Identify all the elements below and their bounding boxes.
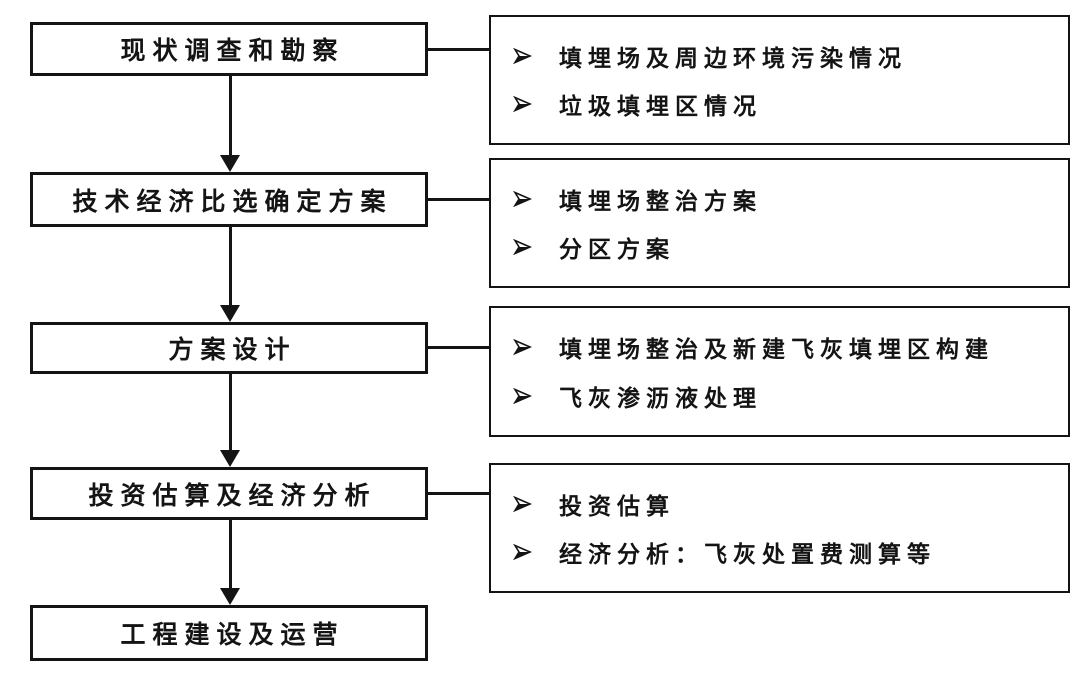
list-item: 填埋场及周边环境污染情况	[513, 39, 1060, 73]
connector-line-2	[428, 198, 489, 201]
detail-text: 填埋场整治及新建飞灰填埋区构建	[559, 336, 994, 363]
down-arrowhead-icon	[220, 305, 240, 322]
down-arrow-shaft	[228, 520, 232, 589]
detail-text: 填埋场整治方案	[559, 188, 762, 214]
connector-line-1	[428, 48, 489, 51]
down-arrow-shaft	[228, 76, 232, 156]
arrowhead-bullet-icon	[513, 387, 532, 404]
list-item: 经济分析：飞灰处置费测算等	[513, 535, 1060, 569]
flow-step-box-2: 技术经济比选确定方案	[30, 172, 428, 227]
down-arrow-2	[219, 227, 241, 322]
list-item: 分区方案	[513, 230, 1060, 264]
detail-text: 分区方案	[559, 236, 675, 262]
flow-step-box-3: 方案设计	[30, 322, 428, 374]
arrowhead-bullet-icon	[513, 239, 532, 255]
down-arrowhead-icon	[220, 588, 240, 605]
detail-box-1: 填埋场及周边环境污染情况 垃圾填埋区情况	[489, 15, 1070, 145]
down-arrow-shaft	[228, 227, 232, 306]
arrowhead-bullet-icon	[513, 339, 532, 356]
detail-text: 垃圾填埋区情况	[559, 93, 762, 119]
flow-step-label-2: 技术经济比选确定方案	[72, 187, 393, 216]
arrowhead-bullet-icon	[513, 544, 532, 560]
flow-step-box-4: 投资估算及经济分析	[30, 467, 428, 520]
down-arrowhead-icon	[220, 450, 240, 467]
down-arrow-4	[219, 520, 241, 605]
list-item: 填埋场整治方案	[513, 182, 1060, 216]
connector-line-4	[428, 492, 489, 495]
down-arrowhead-icon	[220, 155, 240, 172]
flow-step-label-3: 方案设计	[168, 336, 297, 364]
detail-box-4: 投资估算 经济分析：飞灰处置费测算等	[489, 463, 1070, 593]
flow-step-box-5: 工程建设及运营	[30, 605, 428, 661]
detail-text: 飞灰渗沥液处理	[559, 384, 762, 411]
detail-box-3: 填埋场整治及新建飞灰填埋区构建 飞灰渗沥液处理	[489, 306, 1070, 437]
flow-step-label-5: 工程建设及运营	[120, 621, 345, 649]
detail-text: 经济分析：飞灰处置费测算等	[559, 541, 936, 567]
list-item: 垃圾填埋区情况	[513, 87, 1060, 121]
arrowhead-bullet-icon	[513, 496, 532, 512]
down-arrow-3	[219, 374, 241, 467]
flow-step-box-1: 现状调查和勘察	[30, 22, 428, 76]
detail-box-2: 填埋场整治方案 分区方案	[489, 158, 1070, 288]
arrowhead-bullet-icon	[513, 48, 532, 64]
detail-text: 填埋场及周边环境污染情况	[559, 45, 907, 71]
flow-step-label-1: 现状调查和勘察	[120, 37, 345, 65]
list-item: 投资估算	[513, 487, 1060, 521]
arrowhead-bullet-icon	[513, 96, 532, 112]
detail-text: 投资估算	[559, 493, 675, 519]
list-item: 飞灰渗沥液处理	[513, 379, 1060, 413]
down-arrow-shaft	[228, 374, 232, 451]
arrowhead-bullet-icon	[513, 191, 532, 207]
flow-step-label-4: 投资估算及经济分析	[88, 481, 377, 510]
connector-line-3	[428, 346, 489, 349]
down-arrow-1	[219, 76, 241, 172]
list-item: 填埋场整治及新建飞灰填埋区构建	[513, 330, 1060, 364]
